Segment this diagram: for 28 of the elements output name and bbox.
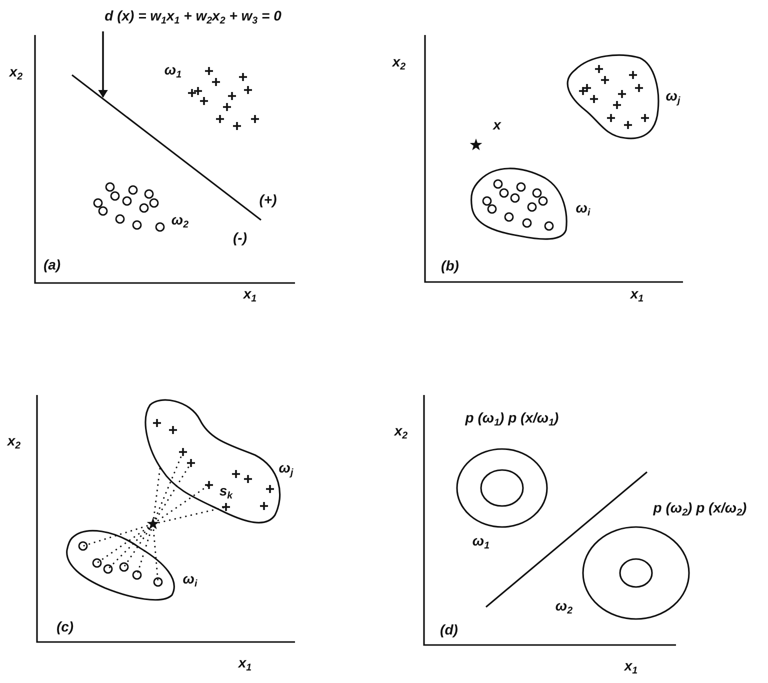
axis-label: x$_{1}$ (630, 286, 644, 306)
class-label: ω$_{2}$ (555, 598, 573, 618)
point-label: s$_{k}$ (219, 484, 233, 502)
class-label: ω$_{2}$ (171, 212, 189, 232)
axis-label: x$_{1}$ (624, 658, 638, 678)
density-label: p (ω$_{2}$) p (x/ω$_{2}$) (653, 500, 747, 520)
region-sign: (-) (233, 230, 247, 246)
class-label: ω$_{1}$ (164, 62, 182, 82)
panel-label: (a) (43, 257, 61, 273)
axis-label: x$_{2}$ (392, 54, 406, 74)
axis-label: x$_{2}$ (9, 64, 23, 84)
arrow (98, 31, 108, 98)
axis-label: x$_{2}$ (394, 424, 408, 442)
density-label: p (ω$_{1}$) p (x/ω$_{1}$) (465, 410, 559, 430)
class-label: ω$_{1}$ (472, 534, 490, 552)
region-sign: (+) (259, 192, 277, 208)
equation-text: d (x) = w$_{1}$x$_{1}$ + w$_{2}$x$_{2}$ + w$_{3}$ = 0 (104, 8, 282, 28)
panel-label: (d) (440, 622, 458, 638)
panel-label: (b) (441, 258, 459, 274)
panel-label: (c) (56, 619, 74, 635)
point-label: x (493, 117, 501, 133)
class-label: ω$_{i}$ (182, 572, 198, 590)
class-label: ω$_{i}$ (576, 200, 590, 220)
class-label: ω$_{j}$ (278, 460, 294, 480)
axis-label: x$_{2}$ (7, 434, 21, 452)
class-label: ω$_{j}$ (666, 88, 680, 108)
axis-label: x$_{1}$ (243, 286, 257, 306)
axis-label: x$_{1}$ (238, 656, 252, 674)
